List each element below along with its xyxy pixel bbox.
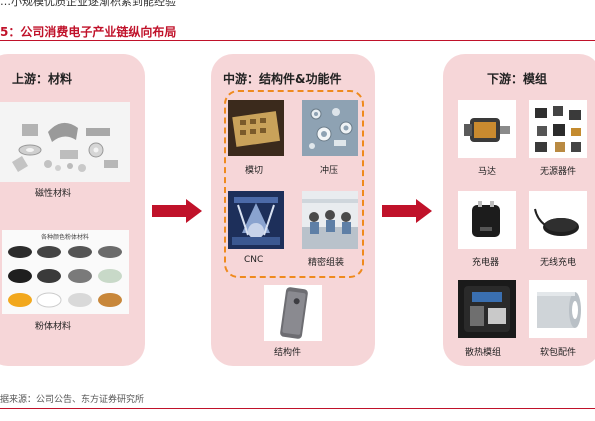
downstream-panel: 下游：模组 马达 无源器件 充电器 — [443, 54, 595, 366]
arrow-upstream-to-midstream — [152, 199, 202, 223]
cnc-photo — [228, 191, 284, 249]
upstream-title: 上游：材料 — [12, 72, 73, 86]
midstream-item-label: 精密组装 — [308, 258, 345, 268]
charger-photo — [458, 191, 516, 249]
upstream-item-label: 磁性材料 — [35, 189, 72, 199]
midstream-item-label: 模切 — [245, 166, 264, 176]
title-rule — [0, 40, 595, 41]
downstream-title: 下游：模组 — [487, 72, 548, 86]
bottom-rule — [0, 408, 595, 409]
structural-part-phone-photo — [264, 285, 322, 341]
downstream-item-label: 无线充电 — [540, 258, 577, 268]
downstream-item-label: 软包配件 — [540, 348, 577, 358]
wireless-charger-photo — [529, 191, 587, 249]
arrow-midstream-to-downstream — [382, 199, 432, 223]
dashed-group-border — [224, 90, 364, 278]
downstream-item-label: 马达 — [478, 167, 497, 177]
die-cutting-photo — [228, 100, 284, 156]
midstream-item-label: 冲压 — [320, 166, 339, 176]
midstream-panel: 中游：结构件&功能件 模切 冲压 CNC — [211, 54, 375, 366]
top-text-fragment: …小规模优质企业逐渐积累到能经验 — [0, 0, 176, 8]
stamping-photo — [302, 100, 358, 156]
upstream-panel: 上游：材料 磁性材料 各种颜色粉体材料 — [0, 54, 145, 366]
precision-assembly-photo — [302, 191, 358, 249]
motor-photo — [458, 100, 516, 158]
soft-pack-roll-photo — [529, 280, 587, 338]
midstream-title: 中游：结构件&功能件 — [223, 72, 342, 86]
magnetic-materials-photo — [0, 102, 130, 182]
source-note: 据来源：公司公告、东方证券研究所 — [0, 395, 145, 405]
powder-materials-photo: 各种颜色粉体材料 — [2, 230, 129, 314]
midstream-item-label: CNC — [244, 255, 264, 265]
downstream-item-label: 充电器 — [472, 258, 500, 268]
downstream-item-label: 散热模组 — [465, 348, 502, 358]
midstream-item-label: 结构件 — [274, 348, 302, 358]
passive-components-photo — [529, 100, 587, 158]
figure-title: 5：公司消费电子产业链纵向布局 — [0, 25, 177, 39]
powder-photo-caption: 各种颜色粉体材料 — [41, 233, 89, 241]
upstream-item-label: 粉体材料 — [35, 322, 72, 332]
cooling-module-photo — [458, 280, 516, 338]
downstream-item-label: 无源器件 — [540, 167, 577, 177]
